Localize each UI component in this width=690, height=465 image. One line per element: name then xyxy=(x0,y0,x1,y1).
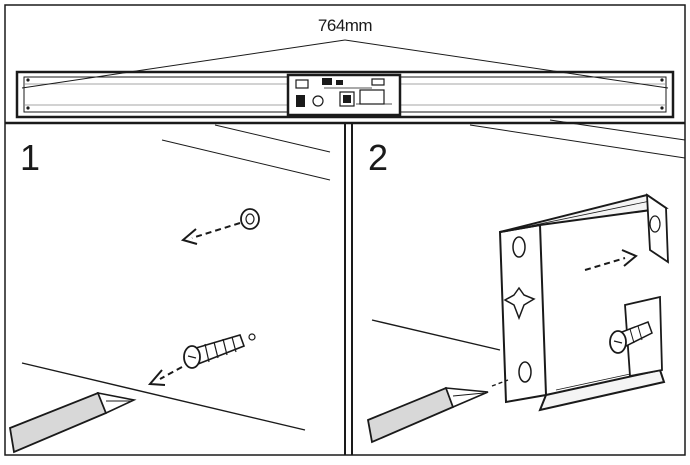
rail-screw xyxy=(26,78,30,82)
step-2-panel xyxy=(366,119,686,444)
wall-anchor-screw xyxy=(183,333,256,369)
dashed-arrow-line xyxy=(159,366,183,380)
wall-edge-line xyxy=(21,362,306,431)
dimension-label: 764mm xyxy=(317,16,373,35)
rail-screw xyxy=(660,78,664,82)
rail-screw xyxy=(660,106,664,110)
wall-edge-line xyxy=(371,319,501,351)
wall-line xyxy=(549,119,686,141)
bracket-screw xyxy=(609,321,653,354)
wall-line xyxy=(161,139,331,181)
arrow-head-icon xyxy=(180,228,198,245)
step-number-2: 2 xyxy=(368,137,389,178)
arrow-head-icon xyxy=(621,249,638,267)
rail-screw xyxy=(26,106,30,110)
screwdriver-icon xyxy=(366,386,489,444)
control-box xyxy=(286,73,402,117)
step-number-1: 1 xyxy=(20,137,41,178)
dashed-arrow-line xyxy=(491,379,509,387)
washer-part xyxy=(240,208,260,230)
wall-line xyxy=(469,124,686,159)
wall-line xyxy=(214,124,331,153)
arrow-head-icon xyxy=(147,369,166,386)
top-panel xyxy=(5,39,685,125)
dashed-arrow-line xyxy=(584,257,626,271)
dimension-line-right xyxy=(344,39,669,89)
dashed-arrow-line xyxy=(191,222,241,239)
screwdriver-icon xyxy=(8,391,137,454)
dimension-line-left xyxy=(21,39,346,89)
mounting-bracket xyxy=(498,193,669,412)
step-1-panel xyxy=(8,124,331,454)
